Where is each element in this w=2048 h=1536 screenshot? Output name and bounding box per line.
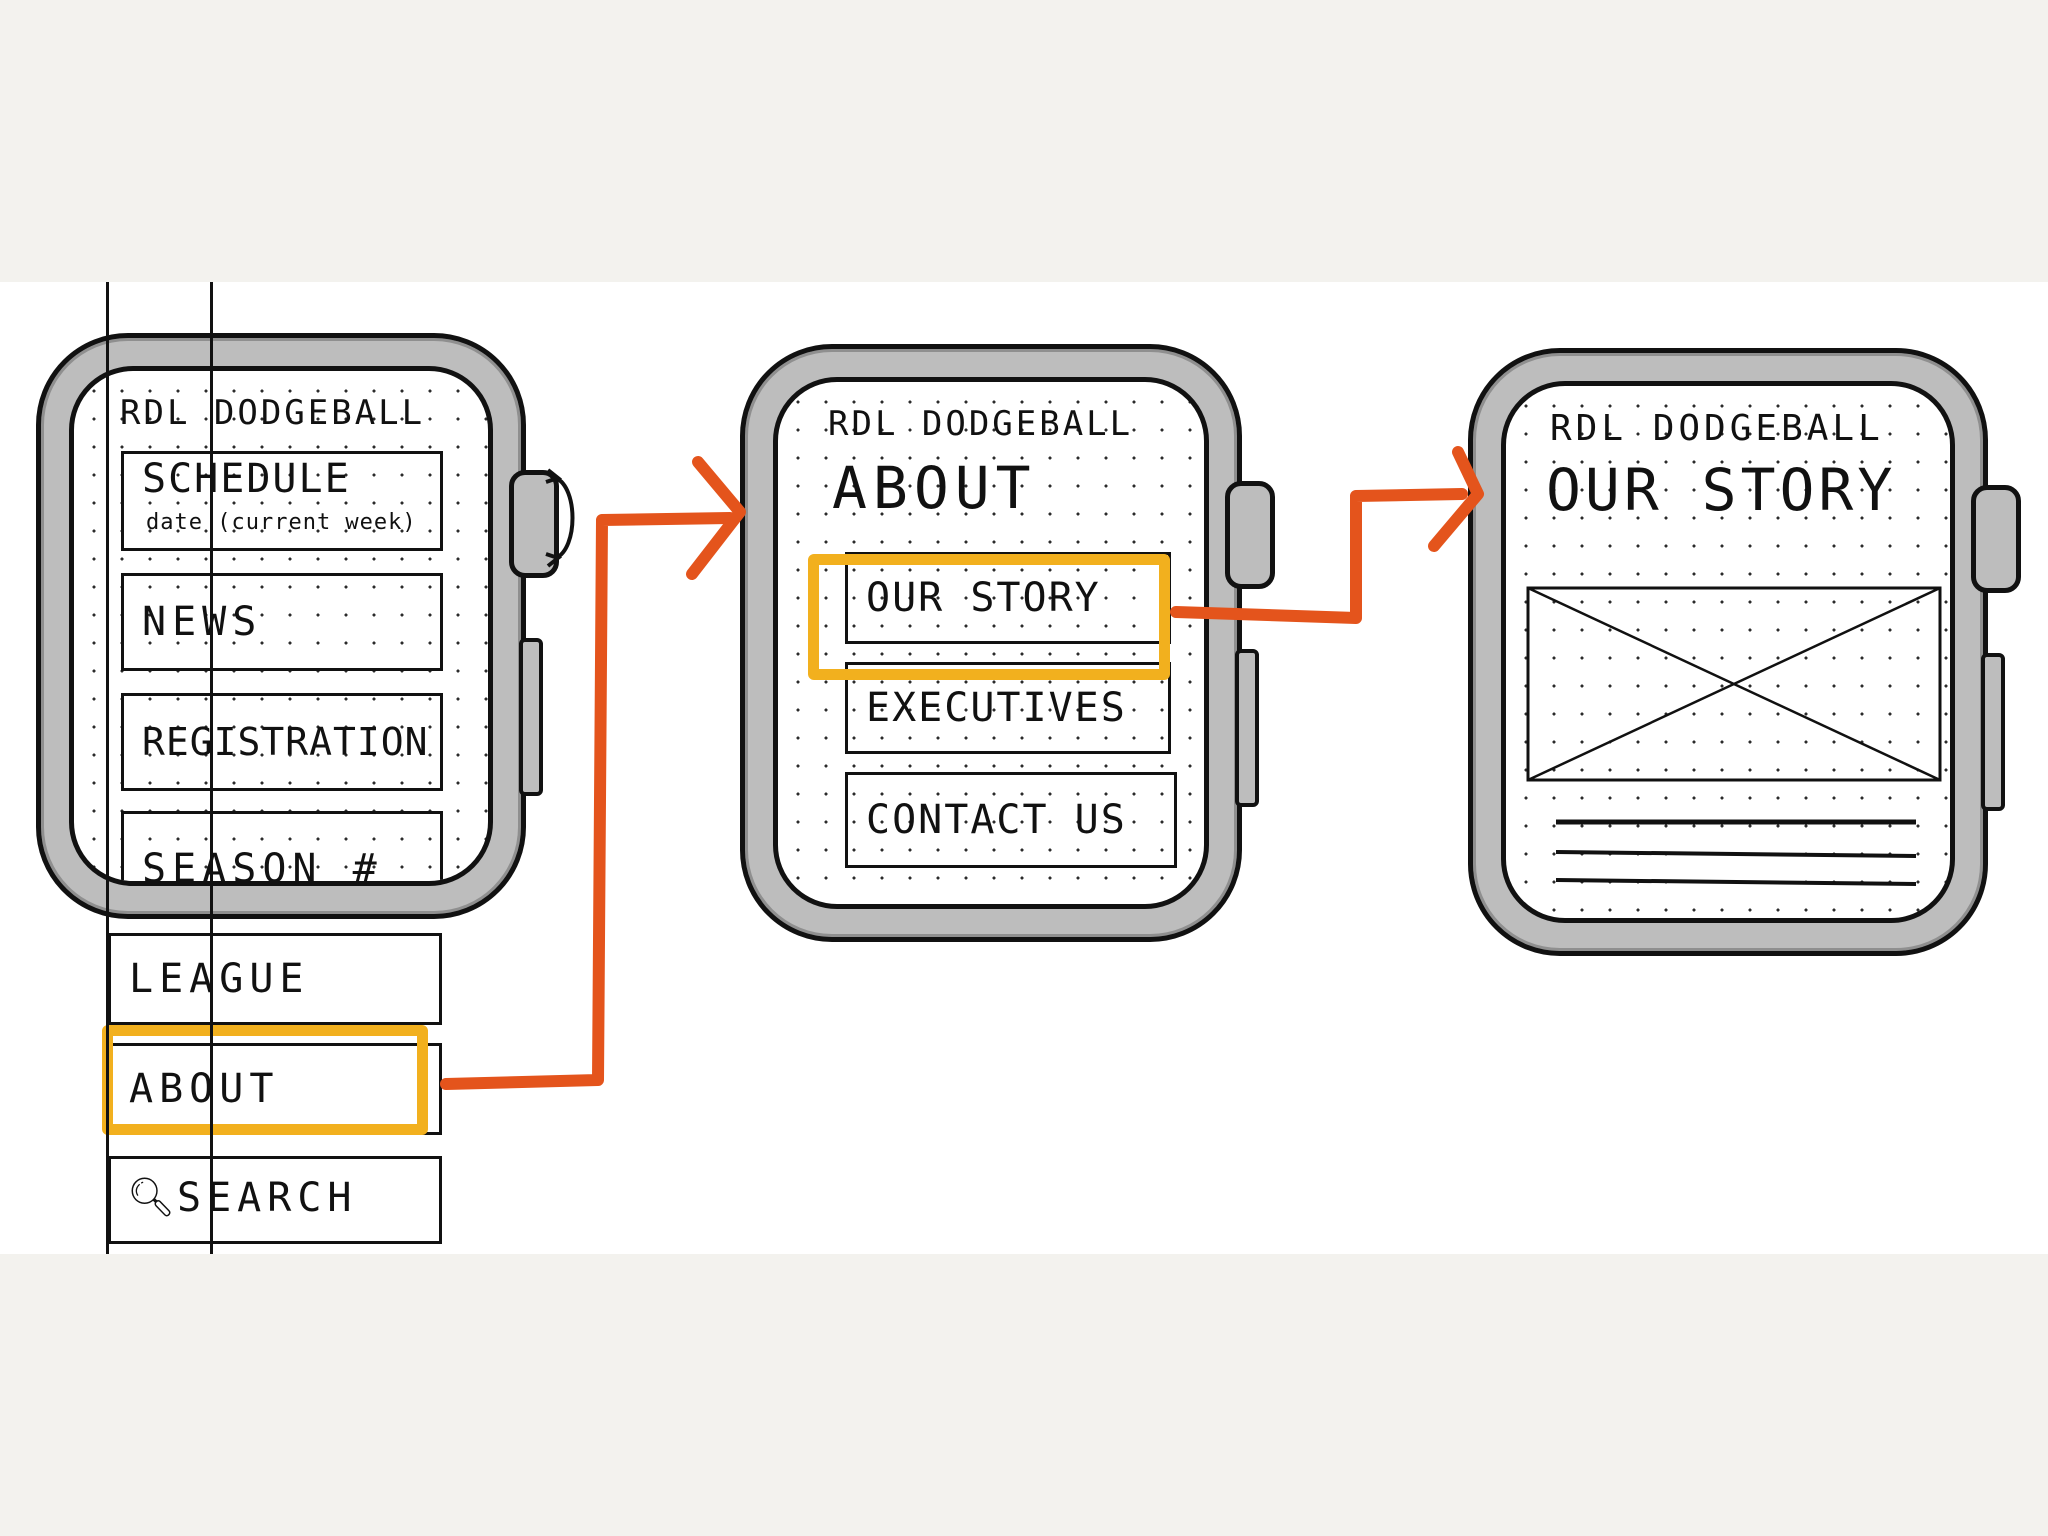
page-title: OUR STORY <box>1546 456 1897 524</box>
side-button <box>519 638 543 796</box>
guide-line-left <box>106 282 109 1254</box>
search-icon: 🔍︎ <box>127 1175 176 1219</box>
menu-item-schedule-label: SCHEDULE <box>142 456 351 502</box>
digital-crown <box>1225 481 1275 589</box>
menu-item-league[interactable]: LEAGUE <box>108 933 442 1025</box>
digital-crown <box>1971 485 2021 593</box>
guide-line-right <box>210 282 213 1254</box>
page-title: ABOUT <box>832 454 1037 522</box>
watch-home: RDL DODGEBALL SCHEDULE date (current wee… <box>36 333 559 919</box>
watch-about-screen: RDL DODGEBALL ABOUT OUR STORY EXECUTIVES… <box>773 377 1209 909</box>
menu-item-contact-us[interactable]: CONTACT US <box>845 772 1177 868</box>
menu-item-league-label: LEAGUE <box>129 956 310 1002</box>
menu-item-schedule[interactable]: SCHEDULE date (current week) <box>121 451 443 551</box>
menu-item-news-label: NEWS <box>142 599 263 645</box>
flow-arrow-our-story-to-story-screen <box>1170 488 1468 624</box>
menu-item-news[interactable]: NEWS <box>121 573 443 671</box>
brand-title: RDL DODGEBALL <box>1550 408 1884 449</box>
watch-our-story: RDL DODGEBALL OUR STORY <box>1468 348 2021 956</box>
menu-item-our-story[interactable]: OUR STORY <box>845 552 1171 644</box>
side-button <box>1235 649 1259 807</box>
menu-item-season-label: SEASON # <box>142 846 383 886</box>
text-lines-placeholder <box>1556 819 1917 886</box>
menu-item-our-story-label: OUR STORY <box>866 575 1101 621</box>
menu-item-about-label: ABOUT <box>129 1066 280 1112</box>
image-placeholder <box>1526 586 1942 782</box>
brand-title: RDL DODGEBALL <box>828 404 1134 444</box>
watch-about: RDL DODGEBALL ABOUT OUR STORY EXECUTIVES… <box>740 344 1275 942</box>
highlight-our-story <box>808 554 1170 680</box>
watch-home-screen: RDL DODGEBALL SCHEDULE date (current wee… <box>69 366 493 886</box>
digital-crown <box>509 470 559 578</box>
menu-item-search[interactable]: 🔍︎ SEARCH <box>108 1156 442 1244</box>
brand-title: RDL DODGEBALL <box>120 393 426 433</box>
flow-arrow-about-to-about-screen <box>440 512 736 1090</box>
menu-item-executives[interactable]: EXECUTIVES <box>845 662 1171 754</box>
menu-item-registration[interactable]: REGISTRATION <box>121 693 443 791</box>
watch-our-story-screen: RDL DODGEBALL OUR STORY <box>1501 381 1955 923</box>
menu-item-registration-label: REGISTRATION <box>142 720 429 764</box>
menu-item-season[interactable]: SEASON # <box>121 811 443 886</box>
menu-item-schedule-sub: date (current week) <box>146 510 417 535</box>
menu-item-contact-us-label: CONTACT US <box>866 797 1127 843</box>
menu-item-executives-label: EXECUTIVES <box>866 685 1127 731</box>
menu-item-search-label: SEARCH <box>177 1175 358 1221</box>
side-button <box>1981 653 2005 811</box>
